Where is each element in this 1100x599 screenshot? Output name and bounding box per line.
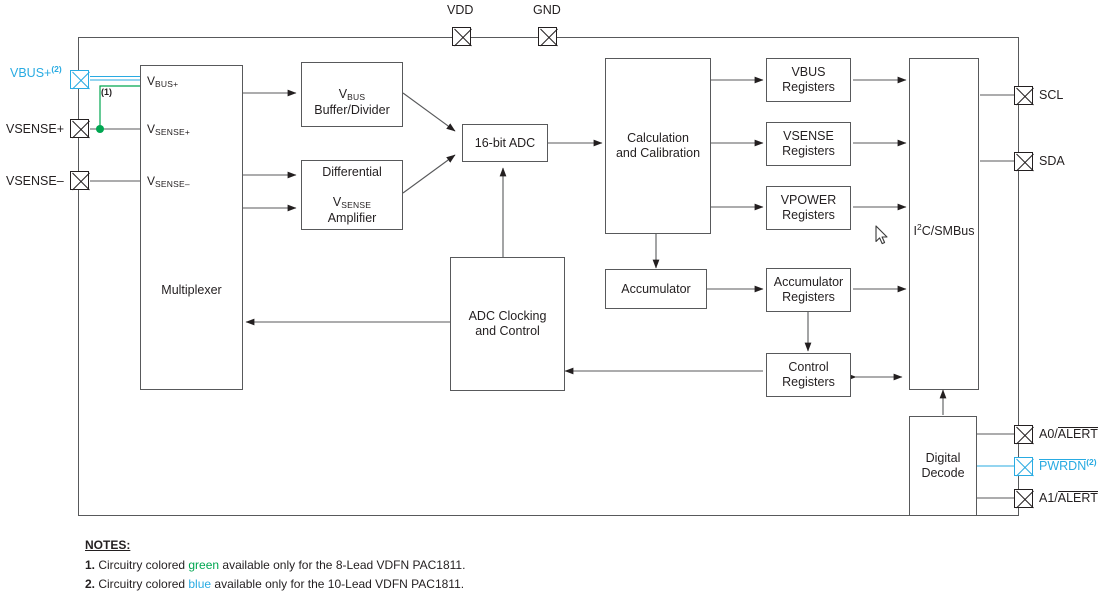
- notes-heading: NOTES:: [85, 538, 131, 552]
- block-vsense-registers: VSENSE Registers: [766, 122, 851, 166]
- note-item-2: 2. Circuitry colored blue available only…: [85, 575, 785, 595]
- pin-label-a0-prefix: A0/: [1039, 427, 1058, 441]
- block-diff-amp-sub: SENSE: [341, 199, 372, 210]
- pin-pad-a0-alert[interactable]: [1014, 425, 1033, 444]
- block-i2c-superscript: 2: [916, 221, 922, 232]
- block-adc-clocking-and-control: ADC Clocking and Control: [450, 257, 565, 391]
- mux-port-vsense-minus-base: V: [147, 174, 156, 188]
- block-control-registers: Control Registers: [766, 353, 851, 397]
- pin-label-vbus-plus-text: VBUS+: [10, 66, 52, 80]
- block-vbus-registers: VBUS Registers: [766, 58, 851, 102]
- pin-label-a0-alert: A0/ALERT: [1039, 427, 1098, 441]
- pin-pad-vsense-minus[interactable]: [70, 171, 89, 190]
- note-2-color-word: blue: [188, 577, 212, 591]
- pin-pad-a1-alert[interactable]: [1014, 489, 1033, 508]
- pin-pad-scl[interactable]: [1014, 86, 1033, 105]
- pin-pad-gnd[interactable]: [538, 27, 557, 46]
- block-multiplexer: Multiplexer: [140, 65, 243, 390]
- block-vbus-buffer-v: V: [338, 86, 348, 101]
- pin-label-vbus-plus-note: (2): [51, 63, 62, 74]
- note-2-pre: Circuitry colored: [95, 577, 189, 591]
- block-diff-amp-line1: Differential: [322, 164, 382, 179]
- pin-pad-vbus-plus[interactable]: [70, 70, 89, 89]
- block-vbus-buffer-line1: VBUS: [339, 72, 365, 103]
- pin-label-a1-prefix: A1/: [1039, 491, 1058, 505]
- note-2-number: 2.: [85, 577, 96, 591]
- mux-port-vbus-plus: VBUS+: [147, 74, 178, 89]
- pin-pad-sda[interactable]: [1014, 152, 1033, 171]
- note-1-post: available only for the 8-Lead VDFN PAC18…: [219, 557, 466, 572]
- block-vpower-registers: VPOWER Registers: [766, 186, 851, 230]
- pin-label-vdd: VDD: [447, 3, 474, 17]
- pin-label-pwrdn-overline: PWRDN: [1039, 459, 1087, 473]
- block-vbus-buffer-sub: BUS: [347, 91, 366, 102]
- block-vbus-buffer-line2: Buffer/Divider: [314, 102, 390, 117]
- pin-pad-vdd[interactable]: [452, 27, 471, 46]
- block-i2c-rest: C/SMBus: [921, 224, 975, 238]
- note-item-1: 1. Circuitry colored green available onl…: [85, 556, 785, 576]
- pin-label-gnd: GND: [533, 3, 561, 17]
- pin-label-scl: SCL: [1039, 88, 1064, 102]
- mux-port-vbus-plus-sub: BUS+: [155, 79, 179, 89]
- pin-label-a1-alert: A1/ALERT: [1039, 491, 1098, 505]
- pin-label-sda: SDA: [1039, 154, 1065, 168]
- mux-port-vsense-plus-base: V: [147, 122, 156, 136]
- note-1-pre: Circuitry colored: [95, 557, 189, 572]
- note-1-color-word: green: [188, 557, 220, 572]
- mux-port-vsense-minus-sub: SENSE–: [155, 179, 190, 189]
- block-i2c-i: I: [913, 224, 917, 238]
- note-1-number: 1.: [85, 557, 96, 572]
- mux-port-vbus-plus-base: V: [147, 74, 156, 88]
- block-differential-vsense-amplifier: Differential VSENSE Amplifier: [301, 160, 403, 230]
- pin-label-a0-alert-overline: ALERT: [1057, 427, 1098, 441]
- block-accumulator-registers: Accumulator Registers: [766, 268, 851, 312]
- mouse-cursor: [875, 225, 888, 245]
- block-16bit-adc: 16-bit ADC: [462, 124, 548, 162]
- block-digital-decode: Digital Decode: [909, 416, 977, 516]
- mux-port-vsense-plus: VSENSE+: [147, 122, 190, 137]
- pin-label-vsense-plus: VSENSE+: [6, 122, 65, 136]
- pin-pad-pwrdn[interactable]: [1014, 457, 1033, 476]
- block-diff-amp-line2: VSENSE: [333, 180, 371, 211]
- mux-port-vsense-minus: VSENSE–: [147, 174, 190, 189]
- pin-label-a1-alert-overline: ALERT: [1057, 491, 1098, 505]
- block-accumulator: Accumulator: [605, 269, 707, 309]
- pin-label-pwrdn-note: (2): [1086, 456, 1097, 467]
- pin-label-pwrdn: PWRDN(2): [1039, 456, 1097, 473]
- block-i2c-smbus-label: I2C/SMBus: [913, 209, 974, 239]
- block-vbus-buffer-divider: VBUS Buffer/Divider: [301, 62, 403, 127]
- pin-pad-vsense-plus[interactable]: [70, 119, 89, 138]
- mux-port-vsense-plus-sub: SENSE+: [155, 127, 190, 137]
- block-calculation-and-calibration: Calculation and Calibration: [605, 58, 711, 234]
- pin-label-vsense-minus: VSENSE–: [6, 174, 64, 188]
- block-i2c-smbus: I2C/SMBus: [909, 58, 979, 390]
- note-marker-1: (1): [101, 87, 112, 97]
- block-multiplexer-label: Multiplexer: [161, 283, 222, 297]
- pin-label-vbus-plus: VBUS+(2): [10, 63, 62, 80]
- block-diff-amp-v: V: [332, 194, 342, 209]
- note-2-post: available only for the 10-Lead VDFN PAC1…: [211, 577, 465, 591]
- block-diff-amp-line3: Amplifier: [327, 210, 377, 225]
- notes-section: NOTES: 1. Circuitry colored green availa…: [85, 536, 785, 595]
